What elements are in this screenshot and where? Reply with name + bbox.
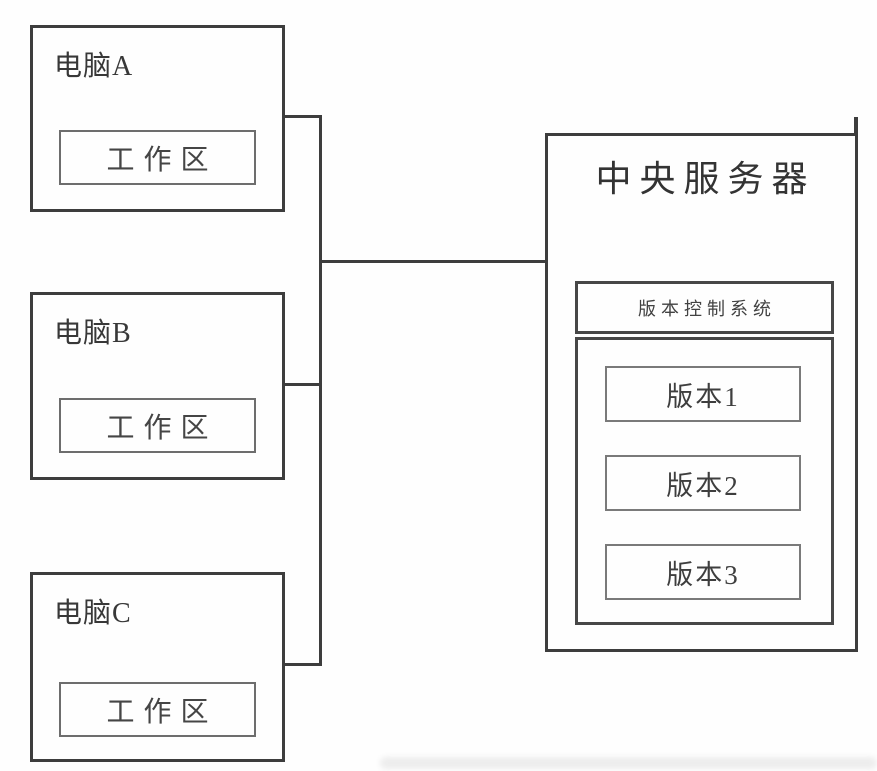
central-server-label: 中央服务器 bbox=[595, 159, 816, 199]
connector-computer-a bbox=[283, 115, 322, 118]
version-3-box: 版本3 bbox=[605, 544, 801, 600]
computer-c-workspace-label: 工作区 bbox=[106, 696, 218, 728]
computer-a-workspace-box: 工作区 bbox=[59, 130, 256, 185]
version-2-box: 版本2 bbox=[605, 455, 801, 511]
computer-c-box: 电脑C 工作区 bbox=[30, 572, 285, 762]
vcs-title-box: 版本控制系统 bbox=[575, 281, 834, 334]
vcs-label: 版本控制系统 bbox=[638, 298, 776, 319]
connector-to-server bbox=[319, 260, 548, 263]
version-2-label: 版本2 bbox=[666, 470, 740, 501]
version-1-box: 版本1 bbox=[605, 366, 801, 422]
computer-c-label: 电脑C bbox=[54, 598, 132, 629]
vcs-content-box: 版本1 版本2 版本3 bbox=[575, 337, 834, 625]
computer-c-workspace-box: 工作区 bbox=[59, 682, 256, 737]
computer-a-workspace-label: 工作区 bbox=[106, 144, 218, 176]
computer-b-workspace-label: 工作区 bbox=[106, 412, 218, 444]
computer-a-box: 电脑A 工作区 bbox=[30, 25, 285, 212]
computer-b-box: 电脑B 工作区 bbox=[30, 292, 285, 480]
version-3-label: 版本3 bbox=[666, 559, 740, 590]
connector-computer-c bbox=[283, 663, 322, 666]
computer-b-workspace-box: 工作区 bbox=[59, 398, 256, 453]
central-server-box: 中央服务器 版本控制系统 版本1 版本2 版本3 bbox=[545, 133, 858, 652]
computer-a-label: 电脑A bbox=[54, 51, 134, 82]
connector-trunk-vertical bbox=[319, 115, 322, 666]
version-1-label: 版本1 bbox=[666, 381, 740, 412]
computer-b-label: 电脑B bbox=[54, 318, 132, 349]
connector-computer-b bbox=[283, 383, 322, 386]
scan-artifact bbox=[380, 757, 877, 769]
